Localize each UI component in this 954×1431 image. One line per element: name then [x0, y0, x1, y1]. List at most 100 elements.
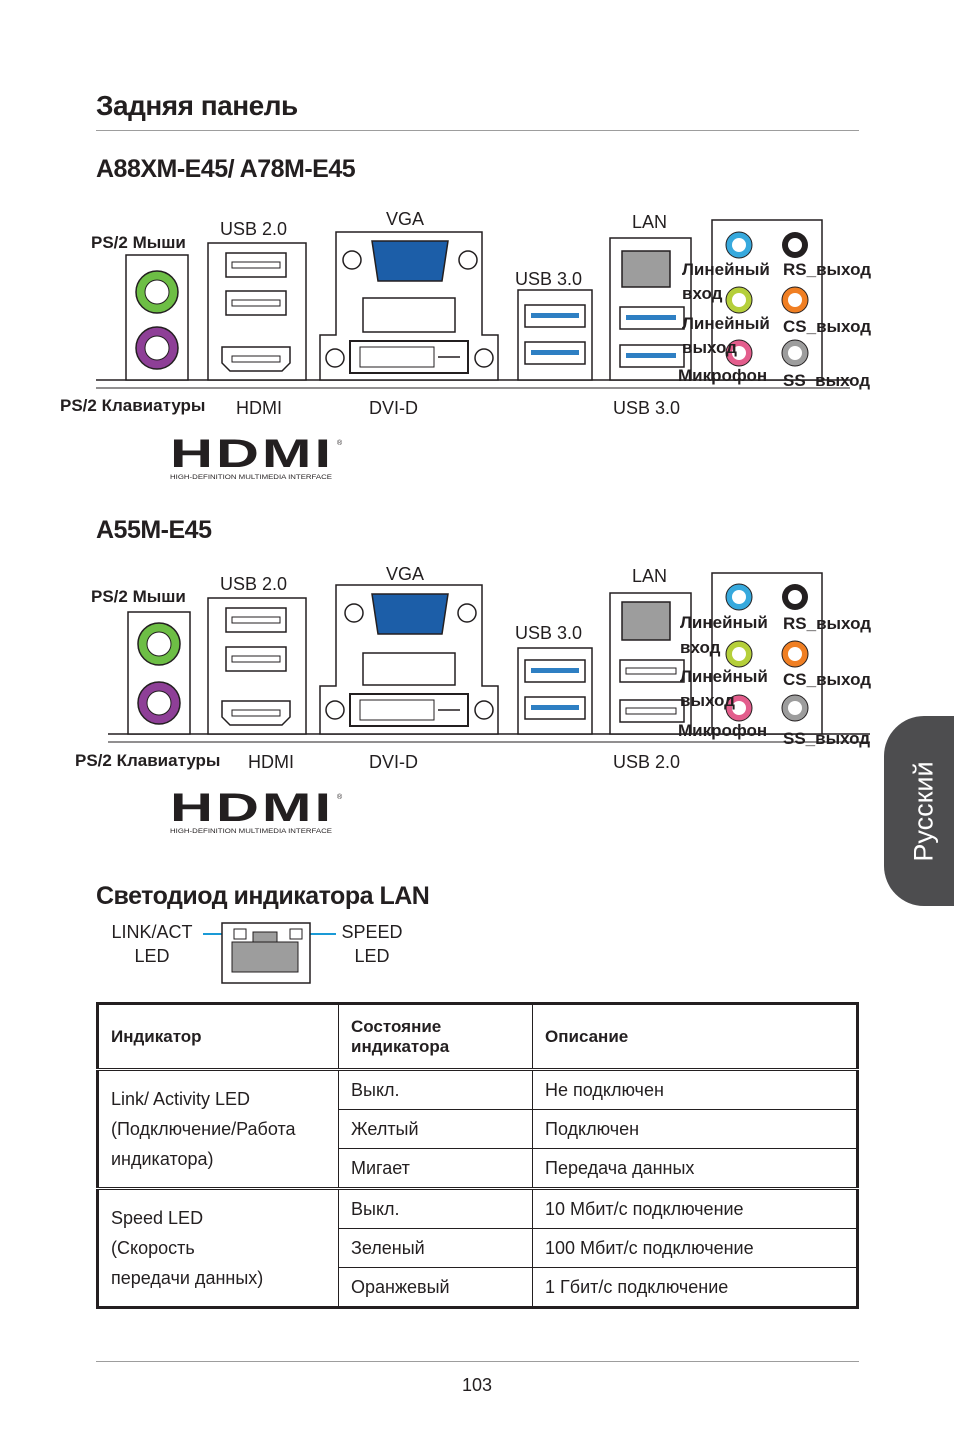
speed-label-line1: SPEED [341, 922, 403, 942]
label-usb30: USB 3.0 [515, 623, 583, 643]
svg-text:HDMI: HDMI [170, 435, 334, 476]
svg-text:®: ® [337, 793, 343, 801]
label-line-out-2: выход [682, 338, 737, 357]
table-row: Мигает Передача данных [98, 1148, 858, 1189]
label-lan: LAN [632, 212, 668, 232]
state-cell: Зеленый [338, 1228, 533, 1268]
language-label: Русский [908, 760, 939, 862]
label-usb30: USB 3.0 [515, 269, 583, 289]
speed-label-line2: LED [354, 946, 390, 966]
indicator-line: Link/ Activity LED [111, 1089, 251, 1109]
state-cell: Оранжевый [338, 1267, 533, 1308]
label-cs-out: CS_выход [783, 317, 872, 336]
indicator-line: (Подключение/Работа [111, 1119, 296, 1139]
link-act-label: LINK/ACT LED [106, 920, 198, 968]
label-hdmi: HDMI [248, 752, 294, 772]
table-row: Link/ Activity LED (Подключение/Работа и… [97, 1068, 858, 1189]
lan-led-title: Светодиод индикатора LAN [96, 882, 430, 910]
label-ss-out: SS_выход [783, 729, 871, 748]
hdmi-logo: HDMI ® HIGH-DEFINITION MULTIMEDIA INTERF… [170, 435, 343, 481]
header-description: Описание [532, 1003, 858, 1070]
description-cell: 1 Гбит/с подключение [532, 1267, 858, 1308]
label-line-out: Линейный [680, 667, 768, 686]
table-row: Желтый Подключен [98, 1109, 858, 1149]
label-line-in: Линейный [680, 613, 768, 632]
svg-text:HIGH-DEFINITION MULTIMEDIA INT: HIGH-DEFINITION MULTIMEDIA INTERFACE [170, 475, 332, 481]
description-cell: Не подключен [532, 1068, 858, 1110]
description-cell: Подключен [532, 1109, 858, 1149]
label-line-in-2: вход [680, 638, 721, 657]
vga-dvi-block [319, 584, 499, 735]
header-state-line1: Состояние [351, 1016, 442, 1036]
usb-hdmi-block [207, 242, 307, 381]
header-state: Состояние индикатора [338, 1003, 533, 1070]
state-cell: Желтый [338, 1109, 533, 1149]
state-cell: Выкл. [338, 1068, 533, 1110]
label-hdmi: HDMI [236, 398, 282, 418]
audio-jack-block [711, 572, 823, 735]
label-ps2-mouse: PS/2 Мыши [91, 233, 186, 252]
indicator-line: передачи данных) [111, 1268, 264, 1288]
state-cell: Мигает [338, 1148, 533, 1189]
label-mic: Микрофон [678, 721, 768, 740]
hdmi-logo: HDMI ® HIGH-DEFINITION MULTIMEDIA INTERF… [170, 789, 343, 835]
label-line-in-2: вход [682, 284, 723, 303]
label-ps2-keyboard: PS/2 Клавиатуры [60, 396, 206, 415]
state-cell: Выкл. [338, 1187, 533, 1229]
usb-hdmi-block [207, 597, 307, 735]
svg-text:HDMI: HDMI [170, 789, 334, 830]
label-rs-out: RS_выход [783, 614, 872, 633]
lan-port-illustration [203, 922, 336, 984]
table-row: Оранжевый 1 Гбит/с подключение [98, 1267, 858, 1308]
rear-panel-diagram-a88xm [96, 219, 850, 389]
section-title-a55m: A55M-E45 [96, 516, 212, 544]
label-mic: Микрофон [678, 366, 768, 385]
description-cell: 100 Мбит/с подключение [532, 1228, 858, 1268]
rear-panel-diagram-a55m [108, 572, 870, 743]
ps2-port-block [125, 254, 189, 381]
label-ps2-keyboard: PS/2 Клавиатуры [75, 751, 221, 770]
usb3-block [517, 289, 593, 381]
footer-divider [96, 1361, 859, 1362]
lan-usb-block [609, 592, 692, 735]
label-dvid: DVI-D [369, 752, 418, 772]
label-lan: LAN [632, 566, 668, 586]
description-cell: 10 Мбит/с подключение [532, 1187, 858, 1229]
vga-dvi-block [319, 231, 499, 381]
link-act-label-line1: LINK/ACT [111, 922, 193, 942]
title-divider [96, 130, 859, 131]
lan-led-table: Индикатор Состояние индикатора Описание … [96, 1002, 859, 1309]
header-indicator: Индикатор [97, 1003, 339, 1070]
label-vga: VGA [386, 564, 425, 584]
lan-usb-block [609, 237, 692, 381]
label-ss-out: SS_выход [783, 371, 871, 390]
page-number: 103 [461, 1375, 493, 1395]
description-cell: Передача данных [532, 1148, 858, 1189]
link-act-label-line2: LED [134, 946, 170, 966]
label-line-out-2: выход [680, 691, 735, 710]
table-row: Speed LED (Скорость передачи данных) Вык… [97, 1187, 858, 1308]
label-line-in: Линейный [682, 260, 770, 279]
label-cs-out: CS_выход [783, 670, 872, 689]
usb3-block [517, 647, 593, 735]
svg-text:HIGH-DEFINITION MULTIMEDIA INT: HIGH-DEFINITION MULTIMEDIA INTERFACE [170, 829, 332, 835]
indicator-cell: Speed LED (Скорость передачи данных) [97, 1187, 339, 1308]
label-usb20: USB 2.0 [220, 219, 288, 239]
indicator-line: Speed LED [111, 1208, 204, 1228]
label-dvid: DVI-D [369, 398, 418, 418]
language-side-tab: Русский [884, 716, 954, 906]
audio-jack-block [711, 219, 823, 381]
label-usb-bottom: USB 3.0 [613, 398, 681, 418]
ps2-port-block [127, 611, 191, 735]
page-title: Задняя панель [96, 90, 298, 121]
label-usb20: USB 2.0 [220, 574, 288, 594]
svg-text:®: ® [337, 439, 343, 447]
label-usb-bottom: USB 2.0 [613, 752, 681, 772]
speed-label: SPEED LED [334, 920, 410, 968]
table-header-row: Индикатор Состояние индикатора Описание [97, 1003, 858, 1070]
indicator-cell: Link/ Activity LED (Подключение/Работа и… [97, 1068, 339, 1189]
label-line-out: Линейный [682, 314, 770, 333]
header-state-line2: индикатора [351, 1036, 450, 1056]
label-vga: VGA [386, 209, 425, 229]
label-rs-out: RS_выход [783, 260, 872, 279]
